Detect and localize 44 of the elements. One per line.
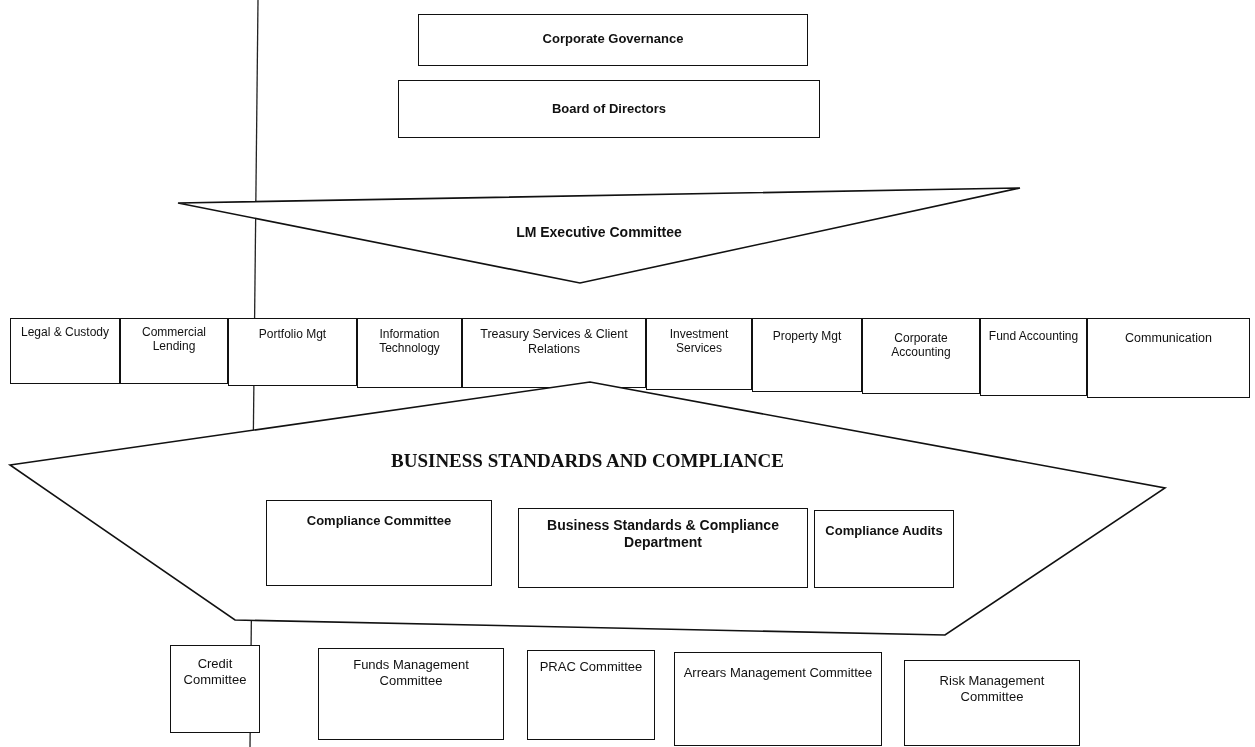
org-box [980, 318, 1087, 396]
node-label: Credit Committee [182, 656, 248, 688]
node-label: Corporate Governance [541, 31, 685, 47]
node-label: BUSINESS STANDARDS AND COMPLIANCE [390, 450, 785, 473]
node-label: LM Executive Committee [515, 224, 683, 241]
node-label: PRAC Committee [538, 659, 644, 675]
triangle-shape [178, 188, 1020, 283]
node-label: Compliance Committee [305, 513, 453, 529]
org-box [266, 500, 492, 586]
org-box [814, 510, 954, 588]
org-box [398, 80, 820, 138]
org-box [120, 318, 228, 384]
org-box [228, 318, 357, 386]
pentagon-shape [10, 380, 1165, 635]
node-label: Board of Directors [550, 101, 668, 117]
org-box [357, 318, 462, 388]
org-box [646, 318, 752, 390]
org-box [318, 648, 504, 740]
node-label: Compliance Audits [824, 523, 944, 539]
org-box [462, 318, 646, 388]
node-label: Funds Management Committee [352, 657, 470, 689]
node-label: Corporate Accounting [890, 331, 952, 360]
org-box [170, 645, 260, 733]
node-label: Investment Services [668, 327, 730, 356]
node-label: Portfolio Mgt [257, 327, 328, 342]
node-label: Arrears Management Committee [682, 665, 874, 681]
node-label: Commercial Lending [141, 325, 207, 354]
org-box [418, 14, 808, 66]
org-box [10, 318, 120, 384]
org-box [518, 508, 808, 588]
org-box [1087, 318, 1250, 398]
org-box [904, 660, 1080, 746]
node-label: Property Mgt [771, 329, 843, 344]
node-label: Fund Accounting [987, 329, 1080, 344]
node-label: Business Standards & Compliance Department [546, 517, 780, 551]
node-label: Legal & Custody [19, 325, 111, 340]
org-box [752, 318, 862, 392]
org-box [527, 650, 655, 740]
node-label: Information Technology [378, 327, 441, 356]
org-box [674, 652, 882, 746]
node-label: Communication [1124, 331, 1213, 346]
node-label: Treasury Services & Client Relations [479, 327, 629, 357]
node-label: Risk Management Committee [938, 673, 1046, 705]
org-box [862, 318, 980, 394]
